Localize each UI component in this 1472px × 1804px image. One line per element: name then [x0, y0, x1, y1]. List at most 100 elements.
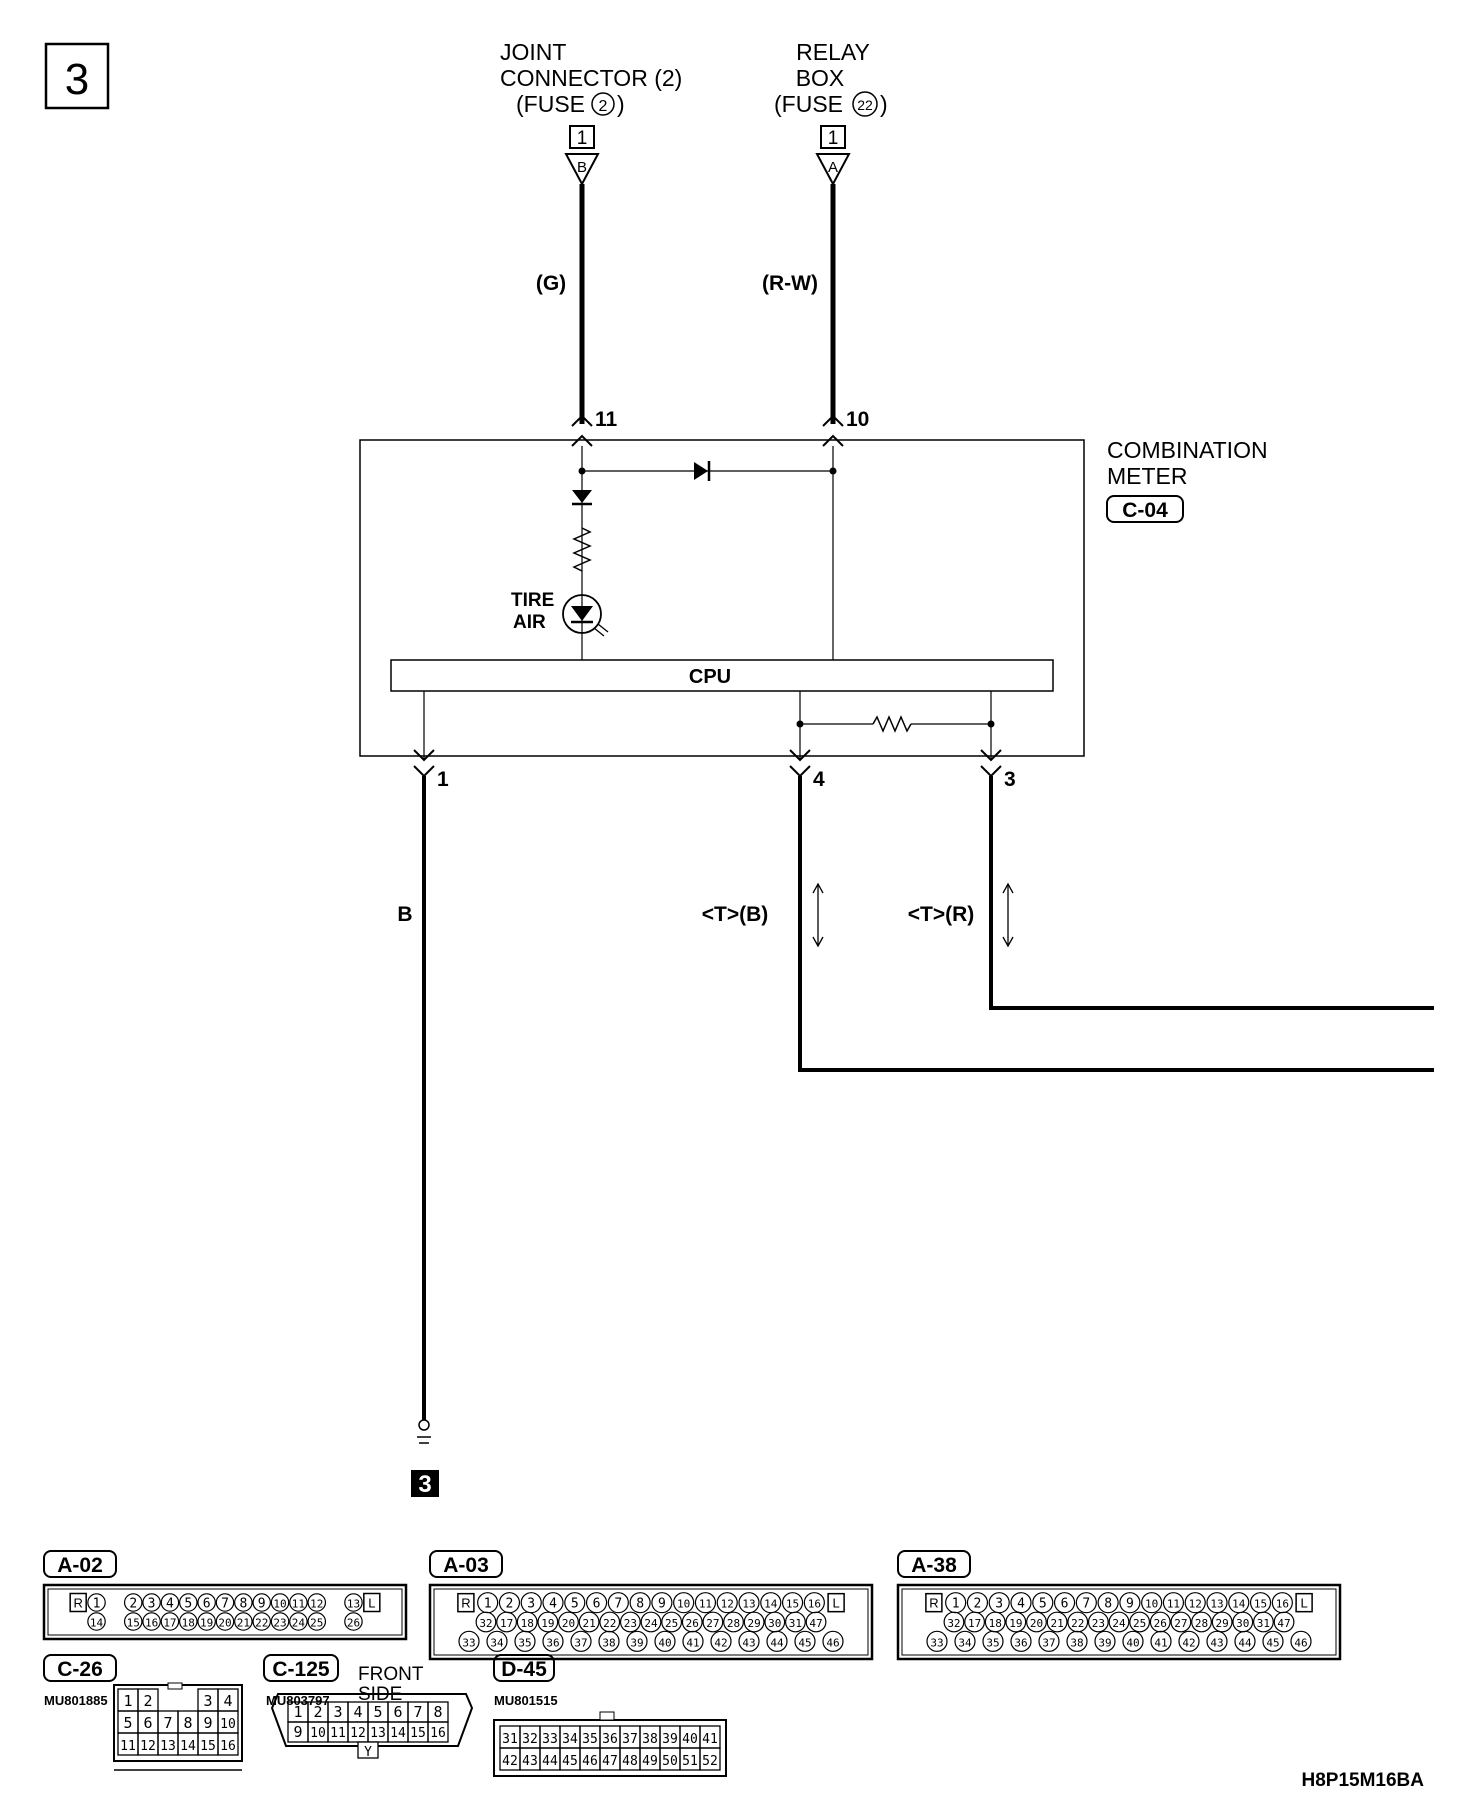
connector-pin: 7: [221, 1597, 229, 1612]
ground-label: 3: [418, 1471, 431, 1498]
connector-pin: 17: [500, 1617, 513, 1630]
connector-pin: 25: [310, 1617, 323, 1630]
connector-pin: 24: [292, 1617, 306, 1630]
connector-pin: 51: [682, 1754, 698, 1769]
connector-pin: 12: [350, 1726, 366, 1741]
ground-label-box: [411, 1470, 439, 1497]
connector-pin: 18: [989, 1617, 1002, 1630]
connector-tag: A-02: [43, 1550, 117, 1578]
connector-pin: 40: [1126, 1636, 1139, 1649]
connector-pin: 42: [714, 1636, 727, 1649]
relay-box-source: RELAY BOX (FUSE 22 ) 1 A (R-W): [762, 39, 888, 424]
connector-pin: 30: [1236, 1617, 1249, 1630]
connector-pin: 42: [1182, 1636, 1195, 1649]
connector-pin: 17: [968, 1617, 981, 1630]
connector-pin: 4: [1017, 1597, 1025, 1612]
connector-pin: 16: [220, 1739, 236, 1754]
connector-pin: 3: [527, 1597, 535, 1612]
connector-pin: 40: [682, 1732, 698, 1747]
joint-label-1: JOINT: [500, 39, 566, 65]
connector-pin: 48: [622, 1754, 638, 1769]
connector-pin: 24: [1112, 1617, 1126, 1630]
connector-pin: 6: [393, 1703, 402, 1721]
connector-pin: 12: [721, 1598, 734, 1611]
connector-pin: 29: [748, 1617, 761, 1630]
meter-title-2: METER: [1107, 463, 1188, 489]
ground-wire-label: B: [397, 903, 412, 926]
connector-pin: 23: [273, 1617, 286, 1630]
connector-pin: 5: [373, 1703, 382, 1721]
fuse-circle-2: [591, 92, 615, 116]
connector-pin: 4: [549, 1597, 557, 1612]
connector-pin: 33: [462, 1636, 475, 1649]
connector-tag: C-26: [43, 1654, 117, 1682]
connector-pin: 5: [571, 1597, 579, 1612]
connector-pin: 25: [1133, 1617, 1146, 1630]
bidirectional-arrow-icon: [1002, 882, 1014, 948]
connector-id: C-26: [57, 1658, 103, 1681]
connector-pin: 47: [809, 1617, 822, 1630]
connector-pin: 31: [789, 1617, 802, 1630]
connector-pin: 5: [184, 1597, 192, 1612]
connector-pin: 32: [479, 1617, 492, 1630]
connector-pin: 9: [203, 1714, 212, 1732]
tire-air-lamp-icon: [562, 594, 609, 637]
connector-pin: 21: [582, 1617, 595, 1630]
relay-label-close: ): [880, 91, 888, 117]
connector-pin: 13: [742, 1598, 755, 1611]
connector-pin: 45: [1266, 1636, 1279, 1649]
connector-pin: 3: [333, 1703, 342, 1721]
connector-pin: 15: [1254, 1598, 1267, 1611]
joint-pin: 1: [577, 128, 588, 149]
connector-pin: 17: [163, 1617, 176, 1630]
connector-pin: 35: [518, 1636, 531, 1649]
connector-pin: 32: [947, 1617, 960, 1630]
connector-pin: 15: [410, 1726, 426, 1741]
connector-pin: 41: [1154, 1636, 1167, 1649]
meter-pin-1: 1: [437, 768, 449, 791]
bidirectional-arrow-icon: [812, 882, 824, 948]
connector-pin: 38: [1070, 1636, 1083, 1649]
connector-pin: 35: [582, 1732, 598, 1747]
connector-pin: 38: [642, 1732, 658, 1747]
connector-pin: 28: [1195, 1617, 1208, 1630]
connector-pin: 13: [347, 1598, 360, 1611]
connector-pin: 1: [123, 1692, 132, 1710]
connector-pin: 37: [574, 1636, 587, 1649]
connector-pin: 15: [127, 1617, 140, 1630]
connector-id: A-02: [57, 1554, 103, 1577]
connector-tag: A-38: [897, 1550, 971, 1578]
relay-label-3: (FUSE: [774, 91, 843, 117]
connector-pin: 36: [546, 1636, 559, 1649]
connector-side-mark: L: [832, 1596, 839, 1611]
connector-pin: 16: [1276, 1598, 1289, 1611]
connector-pin: 3: [203, 1692, 212, 1710]
connector-pin: 8: [183, 1714, 192, 1732]
connector-pin: 26: [1154, 1617, 1167, 1630]
relay-fuse-number: 22: [857, 97, 873, 113]
connector-pin: 39: [1098, 1636, 1111, 1649]
connector-pin: 29: [1216, 1617, 1229, 1630]
connector-pin: 1: [93, 1597, 101, 1612]
connector-pin: 39: [662, 1732, 678, 1747]
connector-pin: 22: [1071, 1617, 1084, 1630]
connector-pin: 12: [310, 1598, 323, 1611]
fuse-circle-22: [852, 91, 878, 117]
connector-pin: 4: [166, 1597, 174, 1612]
connector-pin: 46: [1294, 1636, 1307, 1649]
connector-pin: 20: [218, 1617, 231, 1630]
connector-id: A-03: [443, 1554, 489, 1577]
connector-pin: 20: [1030, 1617, 1043, 1630]
connector-pin: 1: [484, 1597, 492, 1612]
connector-pin: 21: [237, 1617, 250, 1630]
connector-pin: 10: [677, 1598, 690, 1611]
connector-pin: 28: [727, 1617, 740, 1630]
connector-pin: 49: [642, 1754, 658, 1769]
connector-pin: 41: [686, 1636, 699, 1649]
connector-side-mark: R: [929, 1596, 938, 1611]
connector-pin: 10: [310, 1726, 326, 1741]
connector-pin: 13: [1210, 1598, 1223, 1611]
connector-side-mark: L: [1300, 1596, 1307, 1611]
